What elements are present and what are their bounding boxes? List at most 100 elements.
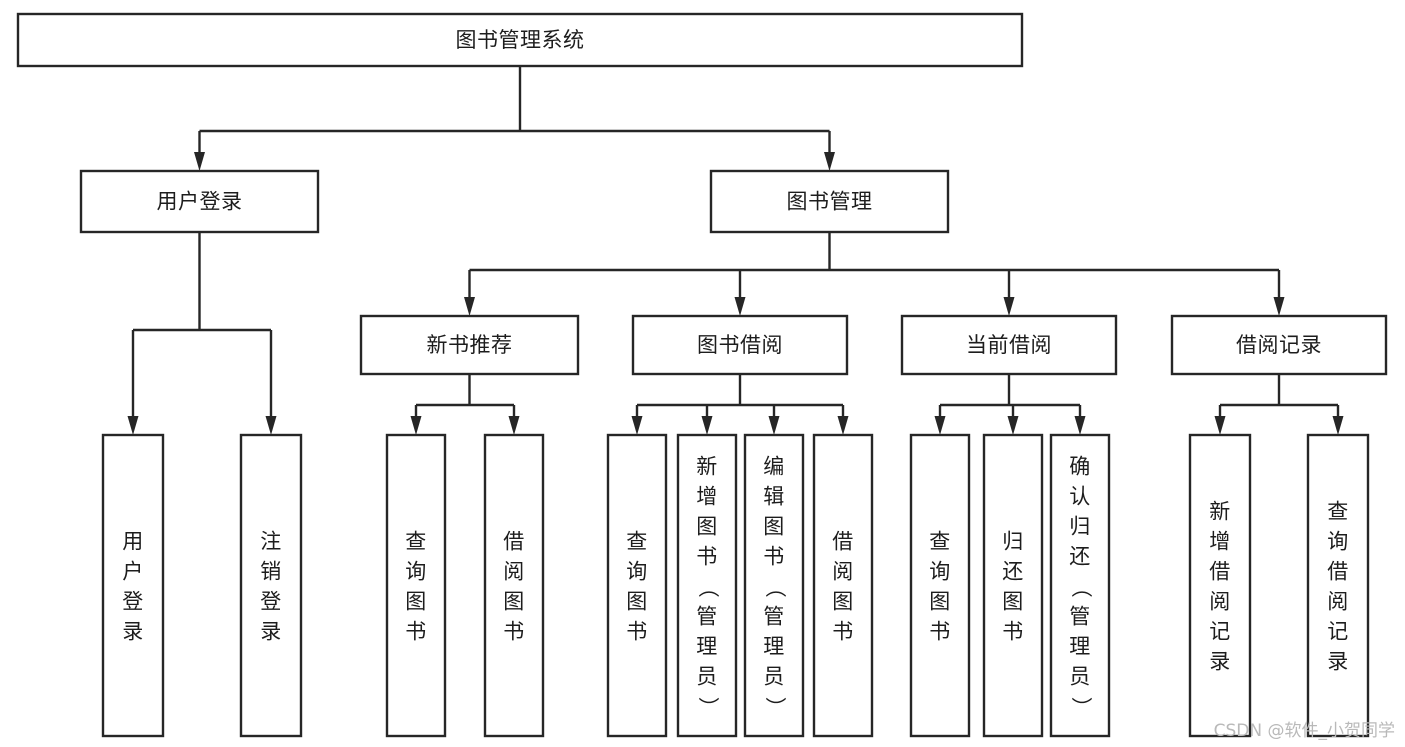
node-book-manage-box[interactable]: [709, 169, 950, 234]
node-leaf-add-book-label-char: 图: [696, 515, 718, 539]
node-leaf-borrow-book-1-label-char: 阅: [503, 560, 525, 584]
node-leaf-query-book-2-label-char: 查: [626, 530, 648, 554]
node-layer: 图书管理系统用户登录图书管理新书推荐图书借阅当前借阅借阅记录用户登录注销登录查询…: [16, 12, 1388, 738]
node-book-manage-label: 图书管理: [787, 190, 873, 214]
node-leaf-query-book-2-box[interactable]: [606, 433, 668, 738]
node-leaf-query-book-3-label-char: 书: [929, 620, 951, 644]
connector-arrowhead: [631, 416, 643, 435]
node-new-book-rec[interactable]: 新书推荐: [359, 314, 580, 376]
node-user-login-label: 用户登录: [157, 190, 243, 214]
node-leaf-confirm-return-box[interactable]: [1049, 433, 1111, 738]
node-leaf-query-record-box[interactable]: [1306, 433, 1370, 738]
node-leaf-borrow-book-1-box[interactable]: [483, 433, 545, 738]
node-leaf-confirm-return-label-char: 管: [1069, 605, 1091, 629]
node-leaf-edit-book-label-char: 管: [763, 605, 785, 629]
node-leaf-add-record-label-char: 阅: [1209, 590, 1231, 614]
node-leaf-user-logout-label-char: 注: [260, 530, 282, 554]
node-leaf-user-login[interactable]: 用户登录: [101, 433, 165, 738]
node-leaf-user-logout-label-char: 登: [260, 590, 282, 614]
connector-layer: [127, 66, 1344, 435]
node-book-borrow-label: 图书借阅: [697, 333, 783, 357]
node-leaf-query-record-label-char: 询: [1327, 530, 1349, 554]
node-leaf-borrow-book-2-box[interactable]: [812, 433, 874, 738]
node-leaf-edit-book-label-char: 图: [763, 515, 785, 539]
node-current-borrow-box[interactable]: [900, 314, 1118, 376]
node-leaf-user-logout-box[interactable]: [239, 433, 303, 738]
node-leaf-query-book-1-label-char: 询: [405, 560, 427, 584]
connector-arrowhead: [508, 416, 520, 435]
node-leaf-borrow-book-1-label-char: 借: [503, 530, 525, 554]
node-leaf-edit-book-label-char: 辑: [763, 485, 785, 509]
node-book-manage[interactable]: 图书管理: [709, 169, 950, 234]
node-leaf-add-record-label-char: 增: [1209, 530, 1231, 554]
node-leaf-query-book-1-box[interactable]: [385, 433, 447, 738]
node-leaf-edit-book-label-char: 理: [763, 635, 785, 659]
node-leaf-return-book-box[interactable]: [982, 433, 1044, 738]
node-leaf-add-record-box[interactable]: [1188, 433, 1252, 738]
connector-arrowhead: [1007, 416, 1019, 435]
node-root-system[interactable]: 图书管理系统: [16, 12, 1024, 68]
node-leaf-add-book-label-char: 新: [696, 455, 718, 479]
node-leaf-add-record-label-char: 新: [1209, 500, 1231, 524]
connector-arrowhead: [1214, 416, 1226, 435]
connector-arrowhead: [734, 297, 746, 316]
node-leaf-confirm-return-label-char: 归: [1069, 515, 1091, 539]
node-leaf-user-login-label-char: 登: [122, 590, 144, 614]
node-leaf-confirm-return-label-char: 确: [1069, 455, 1091, 479]
connector-arrowhead: [1003, 297, 1015, 316]
node-leaf-edit-book-label-char: 书: [763, 545, 785, 569]
node-leaf-user-logout-label-char: 录: [260, 620, 282, 644]
node-borrow-record-label: 借阅记录: [1236, 333, 1322, 357]
node-leaf-add-book-label-char: 理: [696, 635, 718, 659]
node-user-login[interactable]: 用户登录: [79, 169, 320, 234]
connector-arrowhead: [768, 416, 780, 435]
node-user-login-box[interactable]: [79, 169, 320, 234]
node-root-system-box[interactable]: [16, 12, 1024, 68]
node-book-borrow-box[interactable]: [631, 314, 849, 376]
connector-arrowhead: [1273, 297, 1285, 316]
node-leaf-return-book-label-char: 书: [1002, 620, 1024, 644]
node-leaf-edit-book-label-char: （: [763, 577, 787, 599]
node-leaf-confirm-return-label-char: 认: [1069, 485, 1091, 509]
node-book-borrow[interactable]: 图书借阅: [631, 314, 849, 376]
node-leaf-query-book-2-label-char: 询: [626, 560, 648, 584]
node-leaf-user-login-box[interactable]: [101, 433, 165, 738]
node-leaf-user-login-label-char: 录: [122, 620, 144, 644]
node-new-book-rec-box[interactable]: [359, 314, 580, 376]
node-leaf-confirm-return-label-char: ）: [1069, 697, 1093, 719]
connector-arrowhead: [837, 416, 849, 435]
node-leaf-query-book-3-box[interactable]: [909, 433, 971, 738]
node-leaf-add-record-label-char: 记: [1209, 620, 1231, 644]
node-leaf-confirm-return-label-char: 还: [1069, 545, 1091, 569]
node-leaf-confirm-return-label-char: （: [1069, 577, 1093, 599]
node-borrow-record[interactable]: 借阅记录: [1170, 314, 1388, 376]
connector-arrowhead: [464, 297, 475, 316]
connector-arrowhead: [824, 152, 835, 171]
node-leaf-add-book-label-char: （: [696, 577, 720, 599]
node-leaf-add-record-label-char: 借: [1209, 560, 1231, 584]
node-leaf-add-book-label-char: 员: [696, 665, 718, 689]
node-leaf-query-record-label-char: 录: [1327, 650, 1349, 674]
node-current-borrow[interactable]: 当前借阅: [900, 314, 1118, 376]
node-borrow-record-box[interactable]: [1170, 314, 1388, 376]
connector-arrowhead: [194, 152, 205, 171]
node-leaf-edit-book-box[interactable]: [743, 433, 805, 738]
node-leaf-confirm-return-label-char: 理: [1069, 635, 1091, 659]
node-leaf-user-login-label-char: 户: [122, 560, 144, 584]
node-leaf-borrow-book-2-label-char: 阅: [832, 560, 854, 584]
node-leaf-borrow-book-2-label-char: 书: [832, 620, 854, 644]
node-leaf-add-book-box[interactable]: [676, 433, 738, 738]
